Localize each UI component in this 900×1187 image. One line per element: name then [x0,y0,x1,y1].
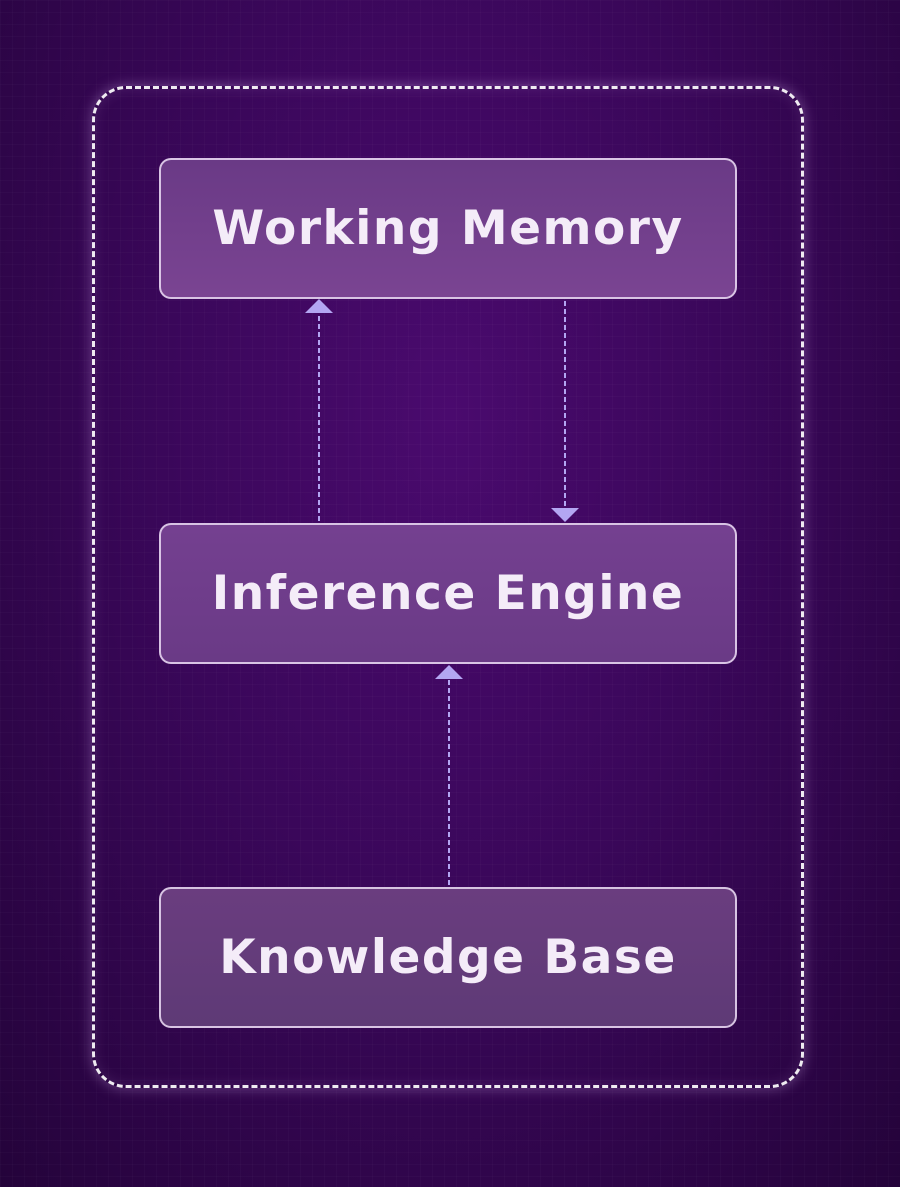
node-inference-engine[interactable]: Inference Engine [159,523,737,664]
arrowhead-memory-in [305,299,333,313]
system-boundary [92,86,804,1088]
node-working-memory[interactable]: Working Memory [159,158,737,299]
node-inference-engine-label: Inference Engine [211,566,685,621]
node-knowledge-base-label: Knowledge Base [219,930,677,985]
node-knowledge-base[interactable]: Knowledge Base [159,887,737,1028]
arrowhead-inference-in [551,508,579,522]
arrowhead-inference-from-kb [435,665,463,679]
node-working-memory-label: Working Memory [212,201,684,256]
